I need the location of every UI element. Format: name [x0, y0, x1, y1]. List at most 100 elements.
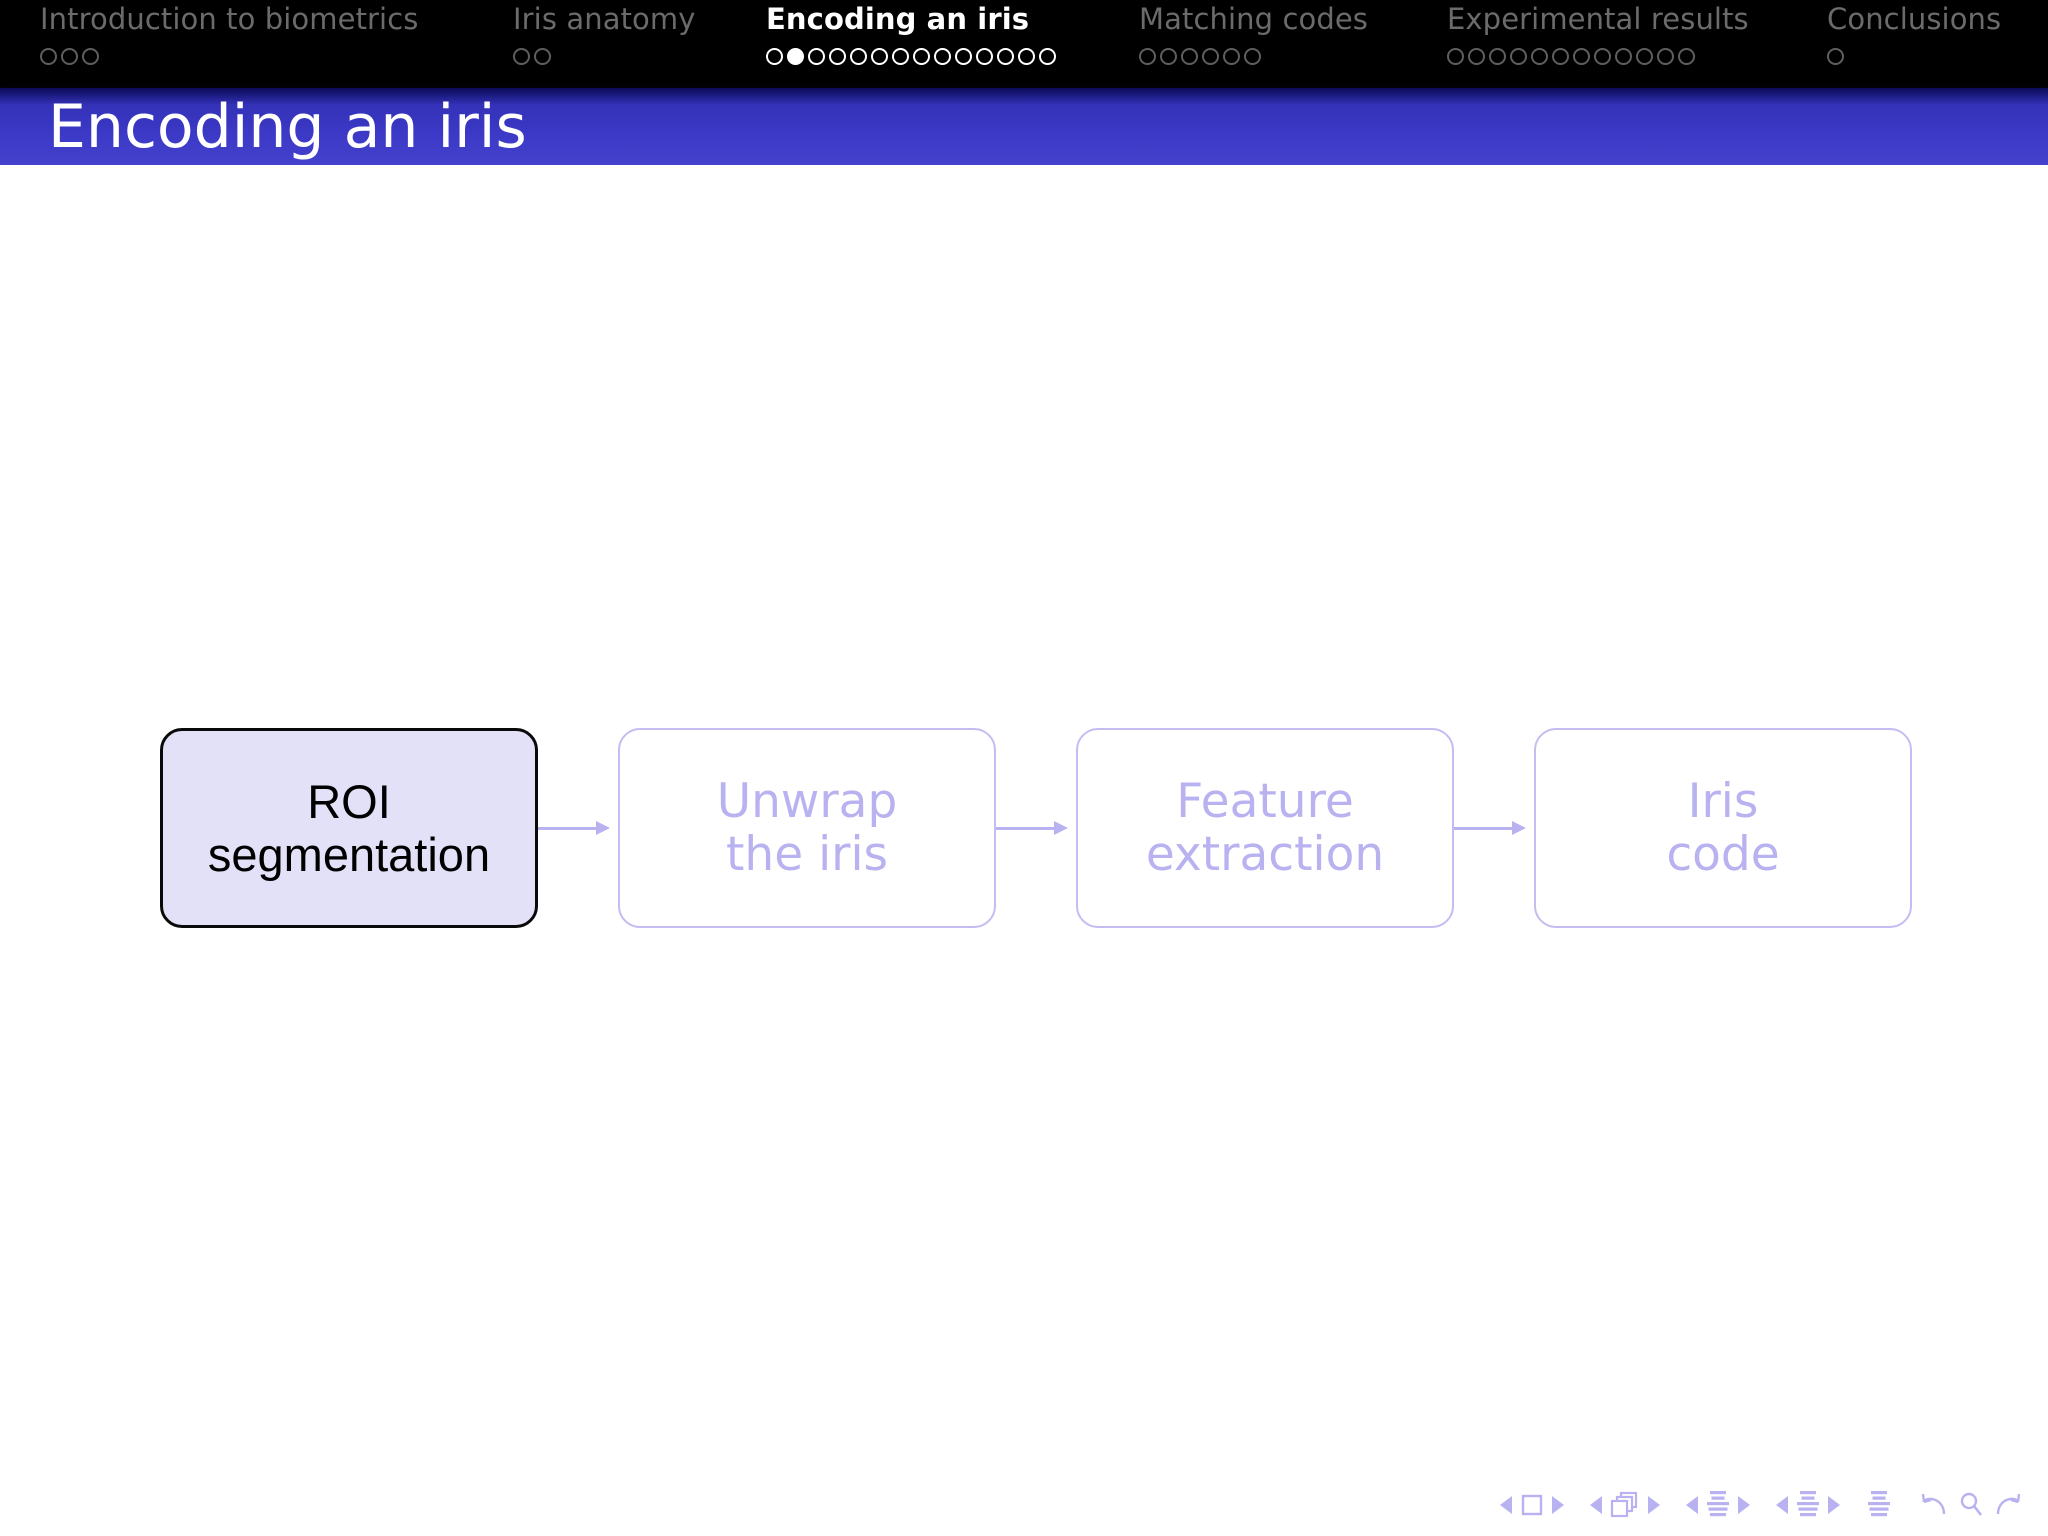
nav-section-3[interactable]: Matching codes: [1139, 0, 1368, 88]
flow-step-unwrap-the-iris[interactable]: Unwrap the iris: [618, 728, 996, 928]
nav-section-4[interactable]: Experimental results: [1447, 0, 1749, 88]
encoding-pipeline-diagram: ROI segmentation Unwrap the iris Feature…: [160, 728, 1912, 928]
arrow-shaft: [996, 827, 1062, 830]
arrow-shaft: [538, 827, 604, 830]
nav-group-frame: [1590, 1490, 1660, 1520]
nav-dot[interactable]: [1160, 48, 1177, 65]
arrow-head-icon: [596, 821, 610, 835]
forward-arrow-icon[interactable]: [1990, 1488, 2024, 1522]
section-navigation-bar: Introduction to biometrics Iris anatomy …: [0, 0, 2048, 88]
nav-dot[interactable]: [1018, 48, 1035, 65]
nav-dot[interactable]: [1468, 48, 1485, 65]
nav-section-1[interactable]: Iris anatomy: [513, 0, 696, 88]
nav-section-dots[interactable]: [1447, 34, 1749, 65]
nav-dot[interactable]: [513, 48, 530, 65]
nav-group-controls: [1918, 1488, 2024, 1522]
next-section-icon[interactable]: [1828, 1496, 1840, 1514]
nav-section-2[interactable]: Encoding an iris: [766, 0, 1056, 88]
nav-dot[interactable]: [1244, 48, 1261, 65]
nav-dot[interactable]: [1573, 48, 1590, 65]
nav-dot[interactable]: [1615, 48, 1632, 65]
slide-title-bar: Encoding an iris: [0, 88, 2048, 165]
nav-dot[interactable]: [534, 48, 551, 65]
next-subsection-icon[interactable]: [1738, 1496, 1750, 1514]
nav-dot[interactable]: [1139, 48, 1156, 65]
nav-dot[interactable]: [1678, 48, 1695, 65]
nav-dot[interactable]: [808, 48, 825, 65]
nav-section-dots[interactable]: [40, 34, 418, 65]
previous-section-icon[interactable]: [1776, 1496, 1788, 1514]
nav-section-5[interactable]: Conclusions: [1827, 0, 2001, 88]
next-slide-icon[interactable]: [1552, 1496, 1564, 1514]
nav-dot[interactable]: [892, 48, 909, 65]
flow-step-iris-code[interactable]: Iris code: [1534, 728, 1912, 928]
nav-dot[interactable]: [1531, 48, 1548, 65]
flow-step-line2: extraction: [1145, 827, 1385, 882]
nav-dot[interactable]: [1657, 48, 1674, 65]
nav-dot[interactable]: [1181, 48, 1198, 65]
flow-step-line2: segmentation: [207, 828, 491, 881]
document-lines-icon[interactable]: [1866, 1489, 1892, 1521]
nav-dot[interactable]: [850, 48, 867, 65]
nav-section-dots[interactable]: [513, 34, 696, 65]
stacked-frames-icon[interactable]: [1609, 1490, 1641, 1520]
flow-arrow-2: [996, 818, 1076, 838]
flow-step-line1: Iris: [1687, 773, 1759, 829]
nav-dot[interactable]: [1552, 48, 1569, 65]
beamer-navigation-symbols: [1500, 1488, 2024, 1522]
nav-dot[interactable]: [1594, 48, 1611, 65]
subsection-lines-icon[interactable]: [1705, 1489, 1731, 1521]
nav-dot[interactable]: [1489, 48, 1506, 65]
nav-dot[interactable]: [934, 48, 951, 65]
nav-group-document: [1866, 1489, 1892, 1521]
flow-arrow-3: [1454, 818, 1534, 838]
section-lines-icon[interactable]: [1795, 1489, 1821, 1521]
nav-dot[interactable]: [787, 48, 804, 65]
nav-section-label: Encoding an iris: [766, 2, 1030, 36]
nav-dot[interactable]: [82, 48, 99, 65]
search-icon[interactable]: [1954, 1488, 1988, 1522]
flow-step-line2: the iris: [726, 827, 888, 882]
nav-group-subsection: [1686, 1489, 1750, 1521]
nav-dot[interactable]: [1447, 48, 1464, 65]
next-frame-icon[interactable]: [1648, 1496, 1660, 1514]
nav-dot[interactable]: [913, 48, 930, 65]
nav-group-slide: [1500, 1492, 1564, 1518]
flow-step-line2: code: [1666, 827, 1780, 882]
nav-dot[interactable]: [1223, 48, 1240, 65]
nav-dot[interactable]: [1202, 48, 1219, 65]
flow-step-roi-segmentation[interactable]: ROI segmentation: [160, 728, 538, 928]
nav-dot[interactable]: [1039, 48, 1056, 65]
nav-dot[interactable]: [976, 48, 993, 65]
flow-step-line1: Feature: [1176, 773, 1354, 829]
nav-dot[interactable]: [871, 48, 888, 65]
nav-section-0[interactable]: Introduction to biometrics: [40, 0, 418, 88]
nav-dot[interactable]: [61, 48, 78, 65]
previous-frame-icon[interactable]: [1590, 1496, 1602, 1514]
slide-content-area: ROI segmentation Unwrap the iris Feature…: [0, 165, 2048, 1536]
nav-section-label: Conclusions: [1827, 2, 2002, 36]
back-arrow-icon[interactable]: [1918, 1488, 1952, 1522]
nav-group-section: [1776, 1489, 1840, 1521]
nav-section-dots[interactable]: [1827, 34, 2001, 65]
nav-dot[interactable]: [1510, 48, 1527, 65]
page-title: Encoding an iris: [48, 91, 527, 162]
nav-section-dots[interactable]: [766, 34, 1056, 65]
nav-dot[interactable]: [1636, 48, 1653, 65]
arrow-head-icon: [1512, 821, 1526, 835]
flow-step-feature-extraction[interactable]: Feature extraction: [1076, 728, 1454, 928]
nav-dot[interactable]: [955, 48, 972, 65]
nav-dot[interactable]: [829, 48, 846, 65]
nav-section-dots[interactable]: [1139, 34, 1368, 65]
square-icon[interactable]: [1519, 1492, 1545, 1518]
nav-dot[interactable]: [997, 48, 1014, 65]
nav-section-label: Matching codes: [1139, 2, 1368, 36]
previous-slide-icon[interactable]: [1500, 1496, 1512, 1514]
nav-dot[interactable]: [1827, 48, 1844, 65]
nav-dot[interactable]: [40, 48, 57, 65]
flow-step-line1: Unwrap: [716, 773, 898, 829]
nav-dot[interactable]: [766, 48, 783, 65]
previous-subsection-icon[interactable]: [1686, 1496, 1698, 1514]
arrow-shaft: [1454, 827, 1520, 830]
arrow-head-icon: [1054, 821, 1068, 835]
